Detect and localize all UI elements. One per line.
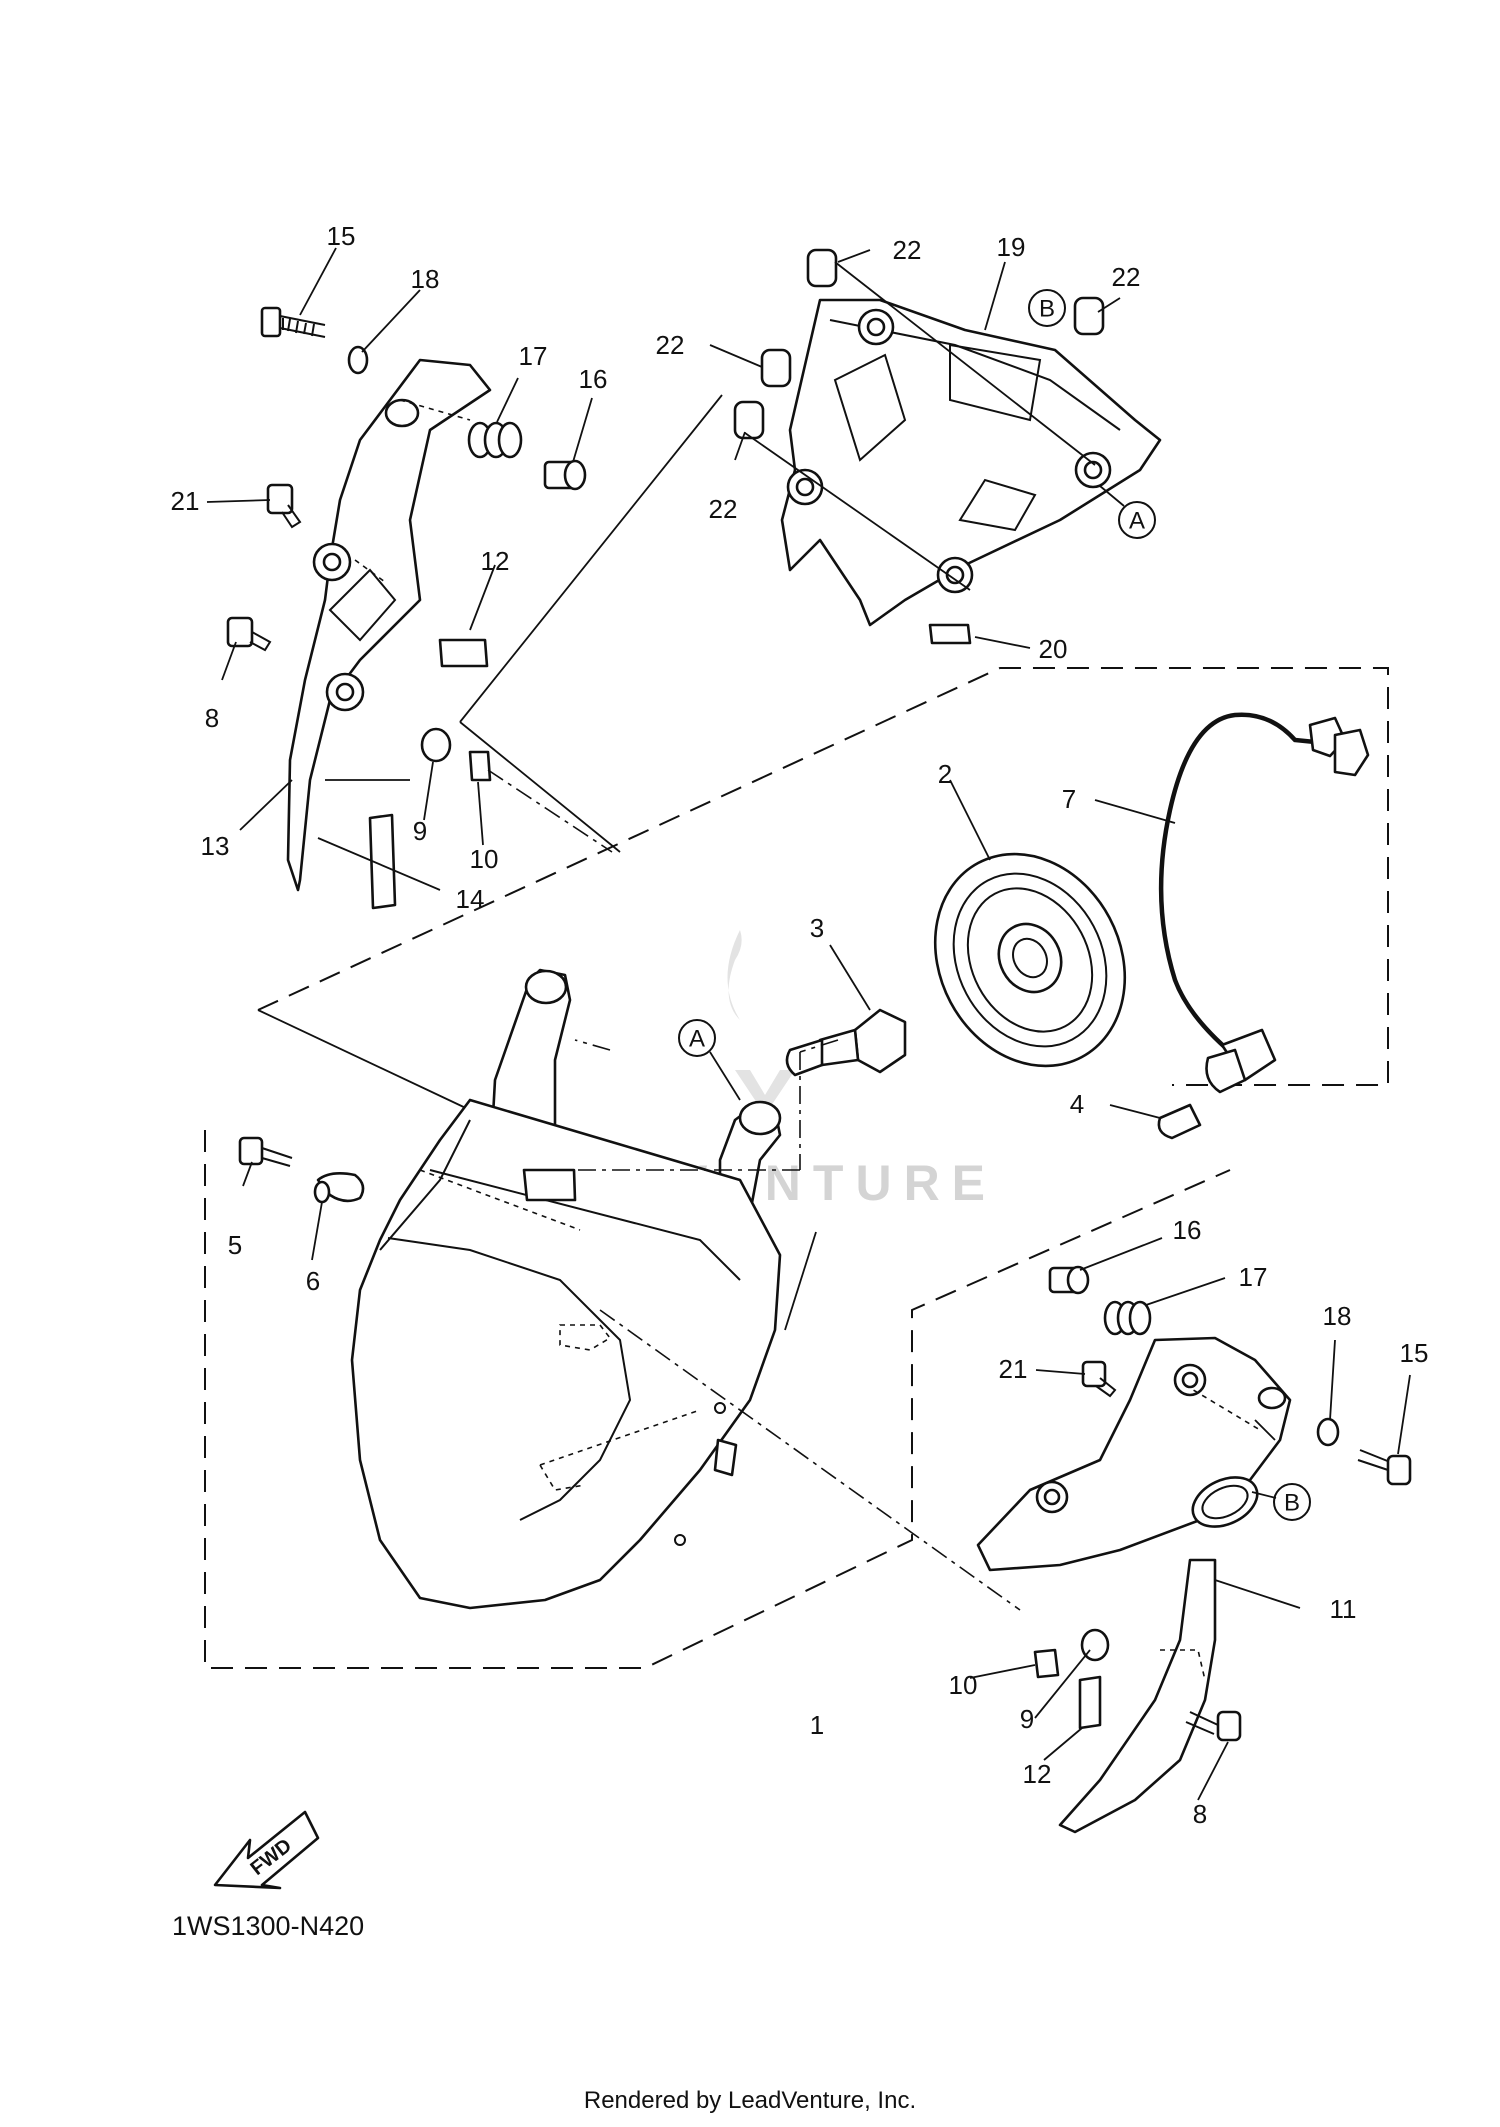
grommet-17 [467,421,523,459]
callout-16-lower: 16 [1173,1215,1202,1245]
callout-12-lower: 12 [1023,1759,1052,1789]
collar-16-lower [1048,1265,1090,1295]
callout-19: 19 [997,232,1026,262]
part-4-position-bulb [1157,1103,1202,1140]
collar-22-b [760,348,792,388]
collar-22-d [1073,296,1105,336]
part-1-headlight-housing [350,968,782,1610]
pad-12-upper [438,638,489,668]
callout-18-lower: 18 [1323,1301,1352,1331]
part-11-right-bracket [976,1336,1292,1834]
washer-18 [347,345,369,375]
callout-4: 4 [1070,1089,1084,1119]
grommet-17-lower [1103,1300,1152,1336]
bolt-21-lower [1081,1360,1117,1398]
pad-14 [368,813,397,910]
washer-18-lower [1316,1417,1340,1447]
bolt-5 [238,1136,293,1167]
callout-22-c: 22 [709,494,738,524]
clamp-6 [313,1172,365,1204]
callout-22-a: 22 [893,235,922,265]
callout-2: 2 [938,759,952,789]
upper-left-fasteners [226,306,587,910]
callout-21-upper: 21 [171,486,200,516]
callout-15-lower: 15 [1400,1338,1429,1368]
callout-1: 1 [810,1710,824,1740]
callout-20: 20 [1039,634,1068,664]
callout-numbers: 15 18 17 16 21 12 8 9 10 13 14 22 19 22 … [171,221,1429,1829]
callout-7: 7 [1062,784,1076,814]
callout-17-upper: 17 [519,341,548,371]
callout-22-d: 22 [1112,262,1141,292]
ref-a-lower-label: A [689,1026,705,1053]
callout-8-lower: 8 [1193,1799,1207,1829]
assembly-outline-lower [204,1130,1231,1669]
bolt-8-lower [1185,1710,1242,1742]
callout-6: 6 [306,1266,320,1296]
bolt-15-head [260,306,282,338]
part-13-left-bracket [286,358,492,892]
bracket-outline-left [257,394,723,1111]
assembly-outline-upper [257,667,1389,1086]
collar-22-c [733,400,765,440]
part-19-headlight-stay [780,298,1162,627]
callout-21-lower: 21 [999,1354,1028,1384]
part-3-bulb [785,1008,907,1077]
ref-a-upper-label: A [1129,508,1145,535]
pad-12-lower [1078,1675,1102,1730]
rendered-by-footer: Rendered by LeadVenture, Inc. [584,2087,916,2114]
leader-lines [206,247,1411,1801]
ref-b-lower: B [1251,1483,1311,1521]
callout-9-lower: 9 [1020,1704,1034,1734]
diagram-code: 1WS1300-N420 [172,1911,364,1941]
bolt-15-thread [279,315,326,338]
nut-10-upper [468,750,492,782]
collar-22-a [806,248,838,288]
fwd-direction-marker: FWD [213,1810,320,1890]
ref-b-upper: B [1028,289,1066,327]
ref-b-upper-label: B [1039,296,1055,323]
callout-9-upper: 9 [413,816,427,846]
ref-a-lower: A [678,1019,741,1101]
nut-10-lower [1033,1648,1060,1679]
bolt-15-lower [1357,1449,1412,1486]
part-2-reflector [933,852,1127,1068]
callout-8-upper: 8 [205,703,219,733]
part-22-collars [733,248,1105,440]
lower-right-fasteners [1033,1265,1412,1742]
grommet-9-upper [420,727,452,763]
callout-11: 11 [1330,1594,1357,1624]
part-20-pad [928,623,972,645]
callout-16-upper: 16 [579,364,608,394]
callout-18-upper: 18 [411,264,440,294]
callout-13: 13 [201,831,230,861]
bolt-21 [266,483,302,529]
callout-10-lower: 10 [949,1670,978,1700]
callout-14: 14 [456,884,485,914]
callout-12-upper: 12 [481,546,510,576]
bolt-8-upper [226,616,272,652]
callout-5: 5 [228,1230,242,1260]
ref-a-upper: A [1099,485,1156,539]
callout-10-upper: 10 [470,844,499,874]
callout-17-lower: 17 [1239,1262,1268,1292]
callout-3: 3 [810,913,824,943]
collar-16 [543,459,587,491]
callout-15-upper: 15 [327,221,356,251]
callout-22-b: 22 [656,330,685,360]
part-7-wire-harness [1158,712,1370,1094]
ref-b-lower-label: B [1284,1490,1300,1517]
